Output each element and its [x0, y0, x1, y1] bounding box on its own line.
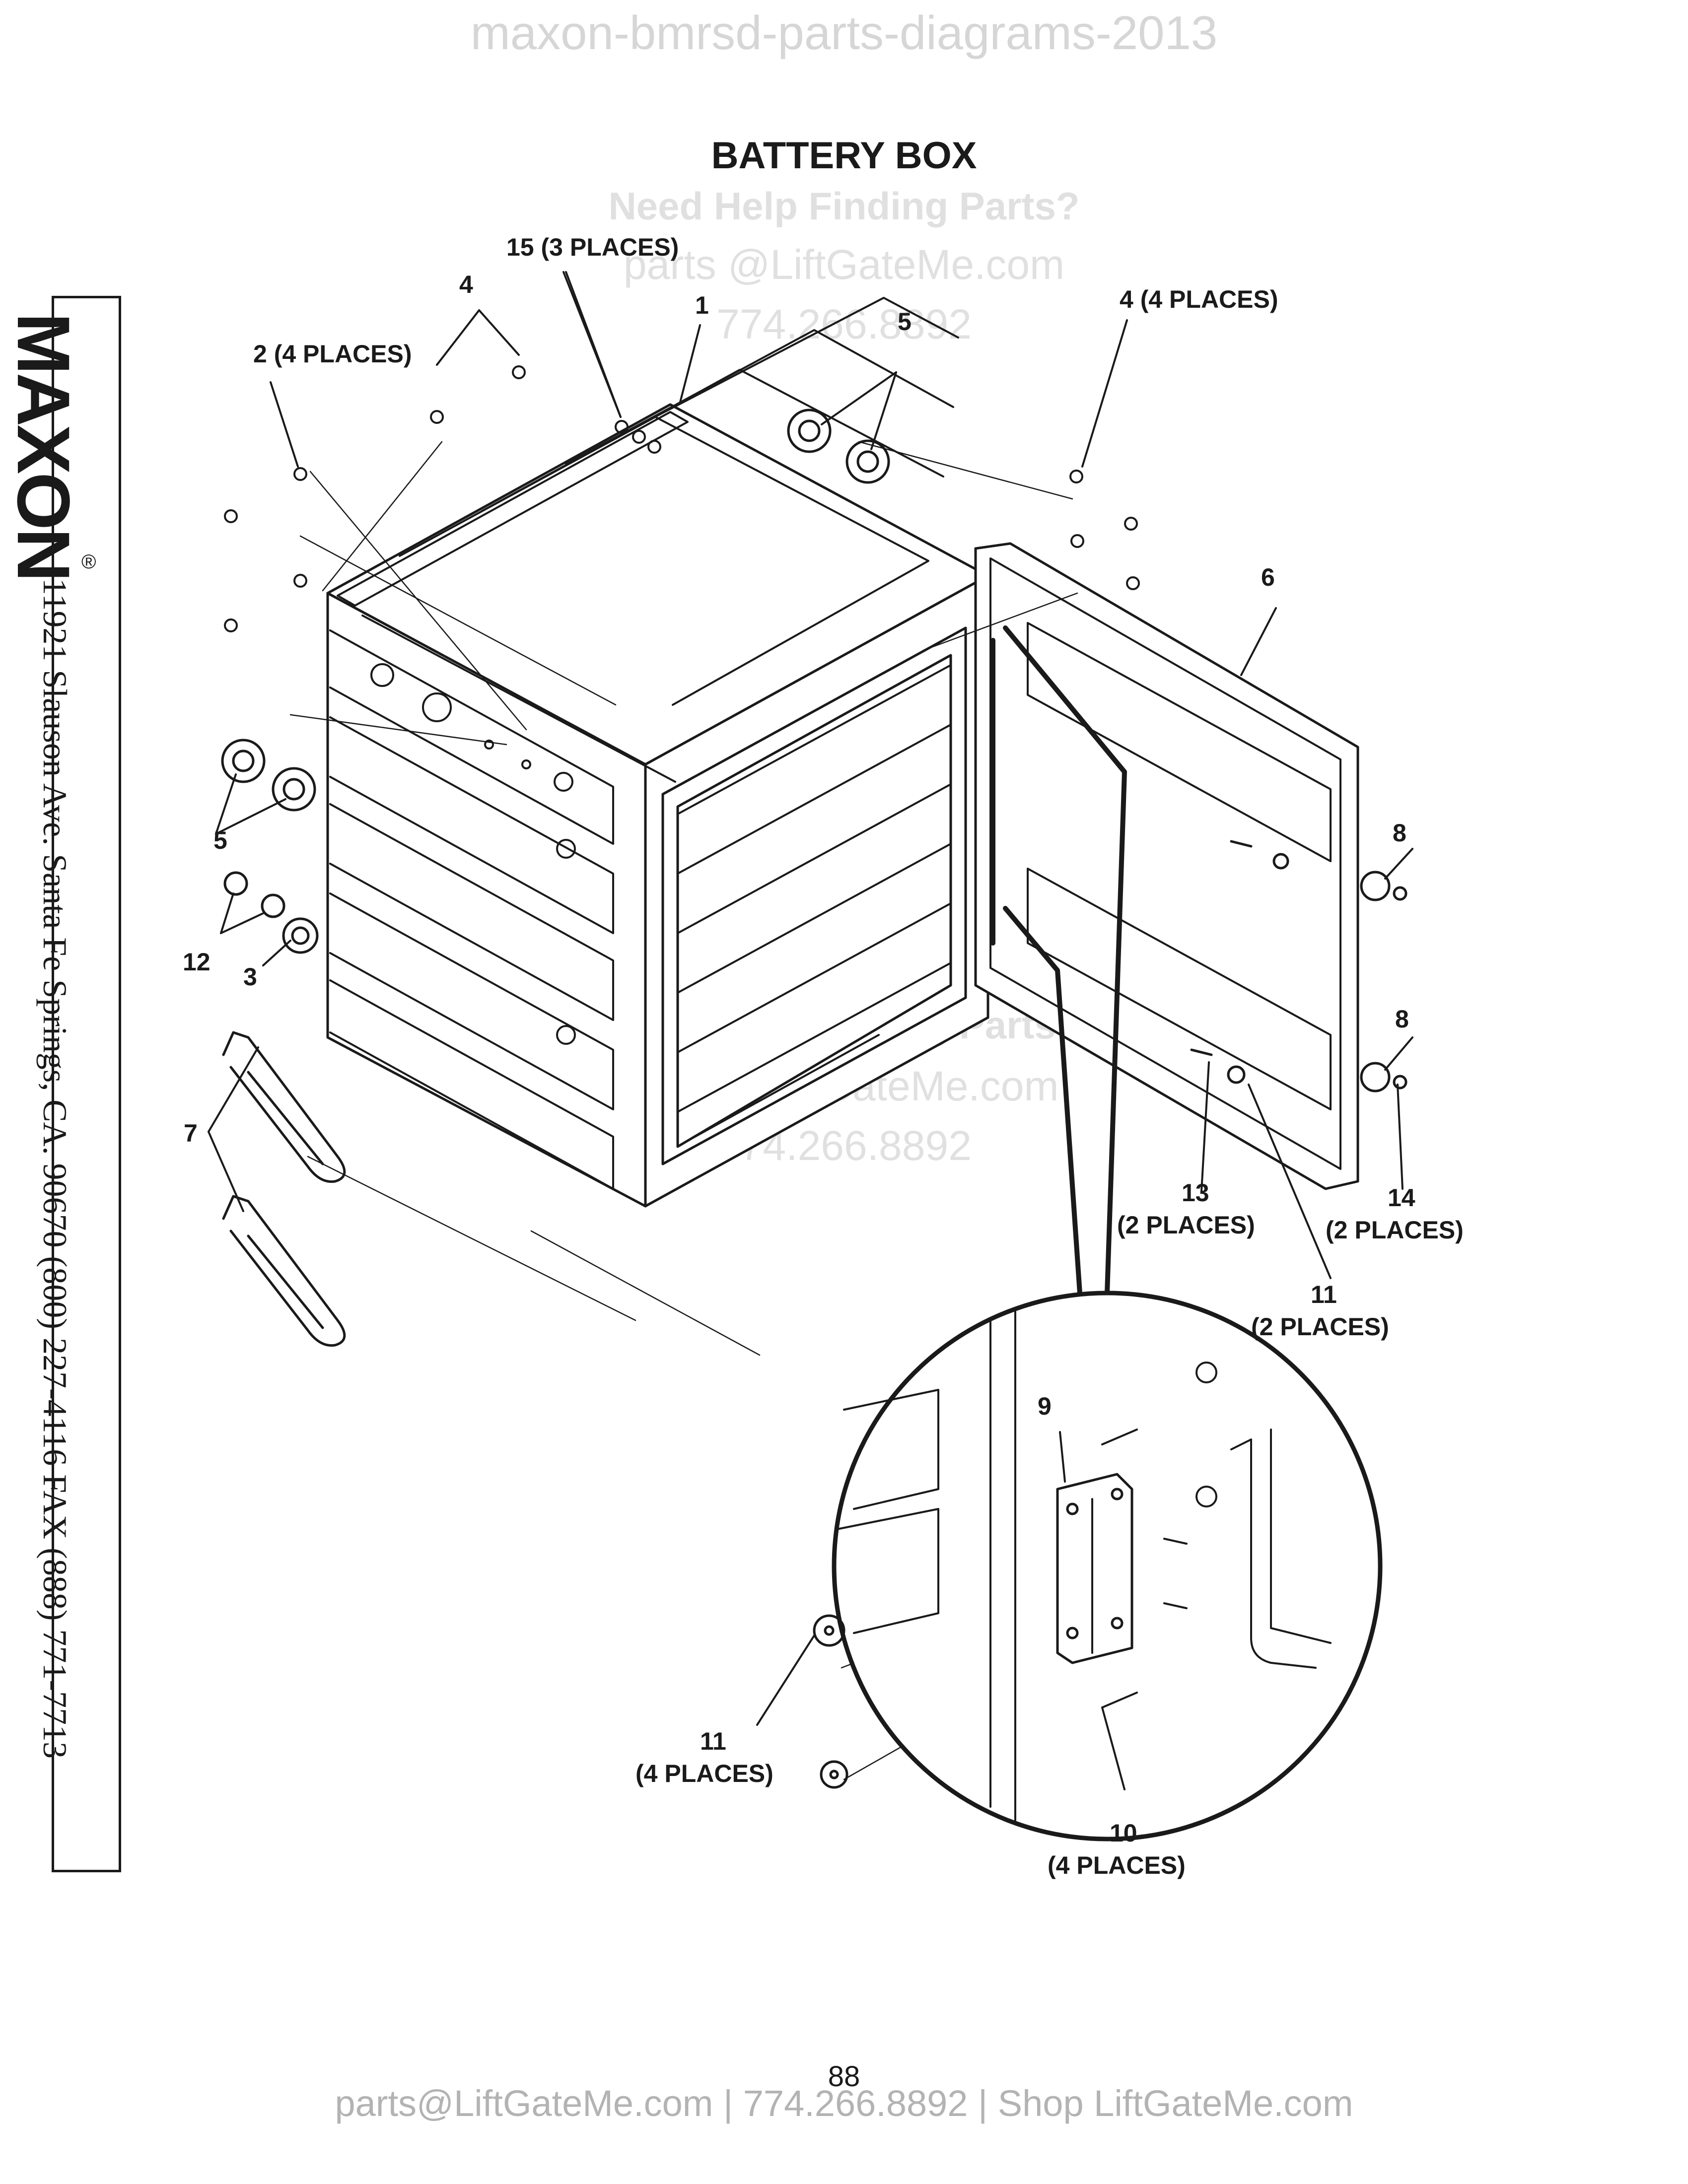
callout-8-lower: 8: [1395, 1005, 1409, 1033]
callout-3: 3: [243, 963, 257, 991]
footer-contact: parts@LiftGateMe.com | 774.266.8892 | Sh…: [335, 2083, 1353, 2124]
callout-12: 12: [183, 948, 211, 976]
callout-leaders: [208, 271, 1413, 1790]
callout-5-side: 5: [213, 826, 227, 854]
callout-8-upper: 8: [1393, 819, 1407, 847]
callout-10-qty: (4 PLACES): [1048, 1851, 1186, 1879]
door-latch-parts: [1190, 840, 1407, 1092]
callout-14-qty: (2 PLACES): [1326, 1216, 1464, 1244]
hinge-leader-lines: [1003, 625, 1127, 1296]
grommets: [221, 409, 890, 954]
page-title: BATTERY BOX: [711, 135, 977, 177]
callout-11-hinge-qty: (4 PLACES): [635, 1760, 774, 1787]
battery-box-body: [326, 403, 989, 1208]
callout-6: 6: [1261, 563, 1275, 591]
callout-4-places: 4 (4 PLACES): [1120, 285, 1278, 313]
callout-13-number: 13: [1182, 1179, 1209, 1207]
page-number: 88: [828, 2060, 860, 2093]
callout-9: 9: [1038, 1392, 1052, 1420]
callout-2: 2 (4 PLACES): [253, 340, 412, 368]
sidebar-frame: [52, 296, 121, 1872]
callout-5-top: 5: [898, 308, 912, 336]
callout-11-door-qty: (2 PLACES): [1251, 1313, 1389, 1341]
callout-7: 7: [184, 1119, 198, 1147]
loose-washers: [813, 1614, 848, 1789]
callout-15: 15 (3 PLACES): [506, 233, 679, 261]
watermark-phone: 774.266.8892: [716, 301, 972, 347]
registered-mark: ®: [81, 551, 96, 573]
box-ribs-top: [337, 297, 959, 783]
leader-lines-thin: [289, 441, 1078, 1780]
callout-14-number: 14: [1388, 1184, 1415, 1212]
callout-11-door-number: 11: [1311, 1281, 1337, 1308]
document-header: maxon-bmrsd-parts-diagrams-2013: [470, 6, 1218, 60]
top-fasteners: [224, 365, 1140, 632]
watermark-help: Need Help Finding Parts?: [608, 184, 1080, 228]
callout-11-hinge-number: 11: [700, 1727, 726, 1755]
box-ribs-inside: [677, 664, 952, 1138]
hinge-detail-circle: [832, 1291, 1383, 1842]
door-panel: [974, 542, 1359, 1190]
callout-4: 4: [459, 271, 473, 298]
box-ribs-side: [329, 629, 614, 1190]
watermark-email: parts @LiftGateMe.com: [623, 241, 1065, 288]
callout-10-number: 10: [1110, 1819, 1137, 1847]
callout-13-qty: (2 PLACES): [1117, 1211, 1255, 1239]
box-side-holes: [370, 663, 576, 1045]
handles: [222, 1031, 346, 1347]
callout-1: 1: [695, 291, 709, 319]
